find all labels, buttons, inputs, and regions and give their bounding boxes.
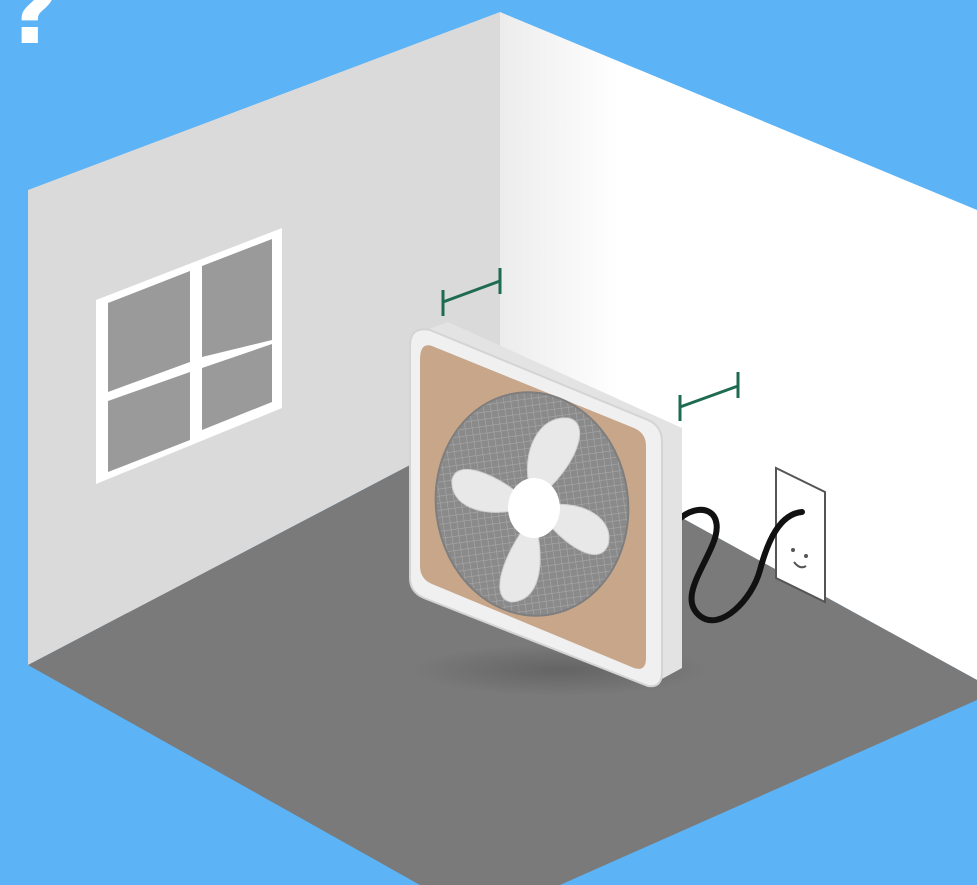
wall-outlet-icon bbox=[776, 468, 825, 602]
fan-hub bbox=[508, 478, 560, 538]
